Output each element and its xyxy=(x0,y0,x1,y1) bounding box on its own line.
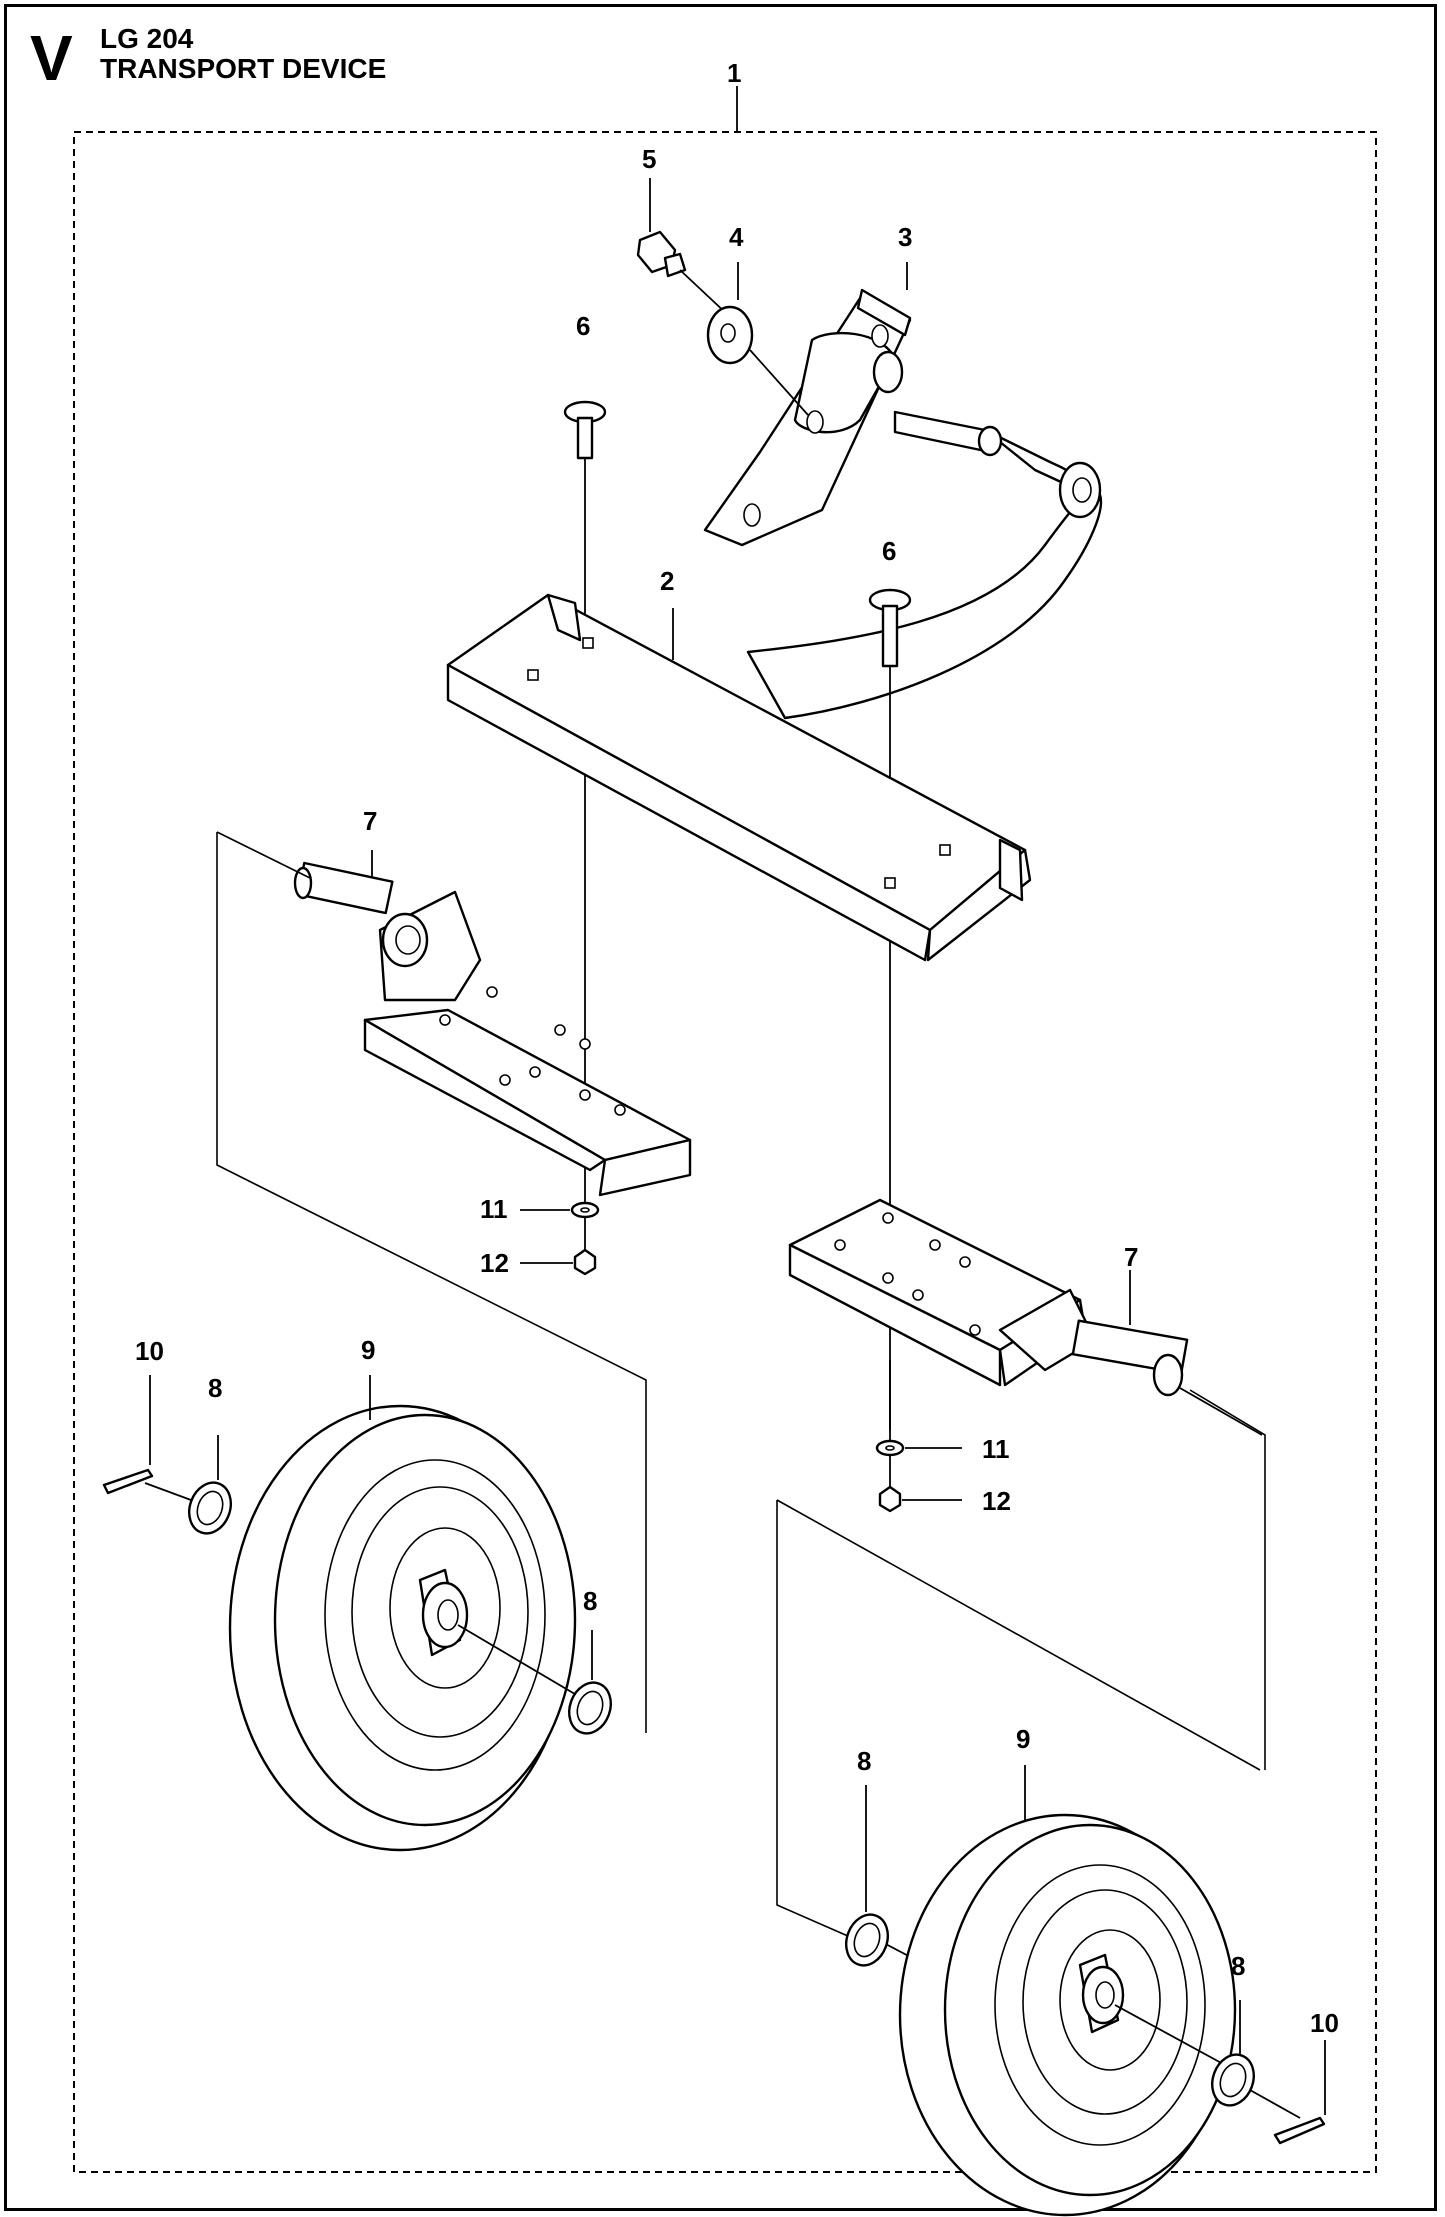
wheel-right xyxy=(877,1813,1237,2217)
callout-5: 5 xyxy=(642,144,656,174)
callout-9-right: 9 xyxy=(1016,1724,1030,1754)
callout-12-left: 12 xyxy=(480,1248,509,1278)
callout-10-left: 10 xyxy=(135,1336,164,1366)
callout-10-right: 10 xyxy=(1310,2008,1339,2038)
callout-7-left: 7 xyxy=(363,806,377,836)
flat-washer-right xyxy=(875,1360,962,1500)
callout-7-right: 7 xyxy=(1124,1242,1138,1272)
callout-6-right: 6 xyxy=(882,536,896,566)
frame xyxy=(446,593,1032,962)
washer-left-outer xyxy=(188,1435,232,1535)
callout-4: 4 xyxy=(729,222,744,252)
callout-8-left-outer: 8 xyxy=(208,1373,222,1403)
nut-left xyxy=(520,1248,597,1276)
callout-11-right: 11 xyxy=(982,1434,1010,1464)
carriage-bolt-left xyxy=(563,400,607,1180)
callout-9-left: 9 xyxy=(361,1335,375,1365)
flat-washer-left xyxy=(520,1180,600,1265)
washer-left-inner xyxy=(568,1630,612,1735)
callout-12-right: 12 xyxy=(982,1486,1011,1516)
callout-1: 1 xyxy=(727,58,741,88)
section-letter: V xyxy=(30,22,73,94)
cotter-pin-left xyxy=(102,1375,154,1495)
callout-8-right-inner: 8 xyxy=(857,1746,871,1776)
assembly-boundary xyxy=(73,86,1377,2173)
diagram-title: TRANSPORT DEVICE xyxy=(100,53,387,84)
washer-top xyxy=(706,305,809,416)
axle-bracket-left xyxy=(293,861,692,1197)
right-wheel-group-outline xyxy=(776,1389,1266,1941)
washer-right-inner xyxy=(845,1785,889,1967)
washer-right-outer xyxy=(1211,2000,1301,2119)
page-frame xyxy=(4,4,1437,2211)
cotter-pin-right xyxy=(1273,2040,1326,2145)
callout-11-left: 11 xyxy=(480,1194,508,1224)
callout-6-left: 6 xyxy=(576,311,590,341)
bolt xyxy=(636,230,729,316)
wheel-left xyxy=(144,1404,586,1852)
callout-3: 3 xyxy=(898,222,912,252)
axle-bracket-right xyxy=(788,1198,1263,1436)
callout-8-right-outer: 8 xyxy=(1231,1951,1245,1981)
left-wheel-group-outline xyxy=(216,831,647,1733)
nut-right xyxy=(878,1485,962,1513)
model-name: LG 204 xyxy=(100,23,194,54)
callout-8-left-inner: 8 xyxy=(583,1586,597,1616)
callout-2: 2 xyxy=(660,566,674,596)
handle xyxy=(703,288,1103,720)
